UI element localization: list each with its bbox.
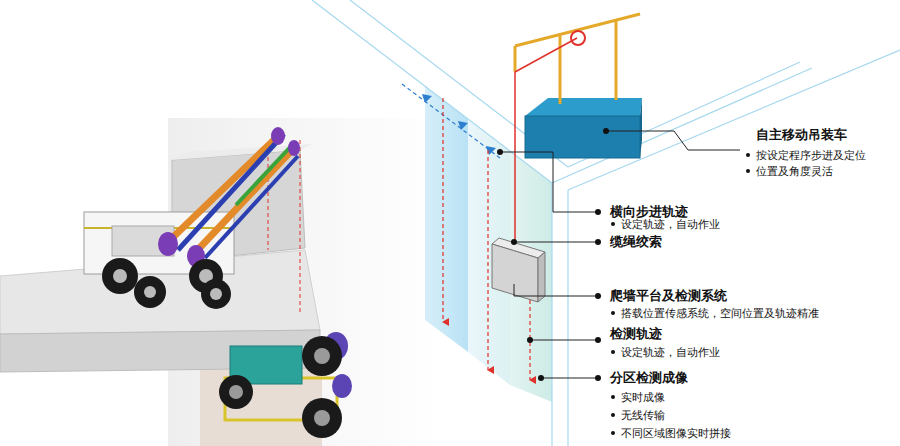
robot-wheel [302, 398, 342, 438]
callout-heading: 自主移动吊装车 [756, 127, 847, 142]
render-illustration [0, 118, 438, 446]
bullet-dot [746, 153, 750, 157]
robot-wheel [302, 336, 342, 376]
gantry-beam [515, 14, 640, 46]
vehicle-arm [236, 142, 295, 205]
callout-note: 位置及角度灵活 [756, 164, 833, 179]
leader-dot [497, 149, 503, 155]
callout-heading: 爬墙平台及检测系统 [610, 288, 727, 303]
wheel-hub [144, 286, 156, 298]
leader-dot [603, 128, 609, 134]
roof-edge [312, 0, 552, 183]
wheel-hub [314, 410, 330, 426]
bullet-dot [611, 395, 615, 399]
callout-note: 无线传输 [621, 408, 665, 423]
scan-band [425, 86, 468, 352]
track-arrow [422, 94, 432, 103]
inspection-track [487, 150, 488, 370]
gantry-hook [514, 46, 517, 72]
leader-dot [595, 239, 601, 245]
robot-joint [332, 374, 352, 398]
leader-dot [595, 375, 601, 381]
callout-heading: 分区检测成像 [610, 370, 688, 385]
leader-line [606, 131, 740, 150]
bullet-dot [746, 169, 750, 173]
bullet-dot [611, 350, 615, 354]
leader-dot [511, 239, 517, 245]
vehicle-arm [205, 156, 298, 258]
vehicle-wheel [102, 258, 138, 294]
callout-note: 按设定程序步进及定位 [756, 148, 866, 163]
inspection-track [442, 98, 443, 322]
vehicle-wheel [134, 276, 166, 308]
leader-line [541, 378, 598, 379]
leader-line [500, 152, 598, 212]
wheel-hub [229, 385, 243, 399]
leader-dot [527, 337, 533, 343]
wheel-hub [314, 348, 330, 364]
leader-lines [500, 131, 740, 378]
leader-line [514, 284, 598, 296]
climbing-platform [492, 244, 538, 302]
leader-dot [595, 293, 601, 299]
callout-note: 实时成像 [621, 390, 665, 405]
arm-joint [158, 232, 178, 256]
callout-heading: 缆绳绞索 [610, 234, 662, 249]
cable [515, 38, 577, 72]
leader-dot [595, 337, 601, 343]
vehicle-wheel [201, 279, 231, 309]
lateral-track [402, 84, 500, 158]
vehicle-arm [178, 134, 284, 250]
leader-dot [595, 209, 601, 215]
callout-note: 设定轨迹，自动作业 [621, 217, 720, 232]
bullet-dot [611, 431, 615, 435]
callout-heading: 横向步进轨迹 [610, 204, 688, 219]
arm-joint [288, 140, 300, 156]
leader-line [530, 340, 598, 341]
wheel-hub [113, 269, 127, 283]
callout-heading: 检测轨迹 [610, 326, 662, 341]
callout-note: 不同区域图像实时拼接 [621, 426, 731, 441]
arm-joint [271, 127, 285, 145]
cable [514, 72, 516, 242]
leader-dots [497, 128, 609, 381]
vehicle-arm [192, 150, 292, 256]
crane-top [525, 98, 642, 116]
bullet-dot [611, 413, 615, 417]
cable-line [268, 150, 269, 250]
wheel-hub [210, 288, 222, 300]
building-corner [567, 190, 568, 446]
schematic [312, 0, 900, 446]
crane-side [640, 98, 642, 158]
gantry-leg [615, 20, 618, 100]
leader-dot [538, 375, 544, 381]
robot-wheel [219, 375, 253, 409]
bullet-dot [611, 311, 615, 315]
bullet-dots [611, 153, 750, 435]
cable-line [300, 140, 301, 312]
bullet-dot [611, 222, 615, 226]
callout-note: 设定轨迹，自动作业 [621, 345, 720, 360]
leader-line [514, 242, 598, 243]
callout-note: 搭载位置传感系统，空间位置及轨迹精准 [621, 306, 819, 321]
building-corner [551, 183, 552, 446]
platform-side [538, 252, 545, 302]
track-arrow [458, 121, 468, 130]
pulley [571, 31, 585, 45]
